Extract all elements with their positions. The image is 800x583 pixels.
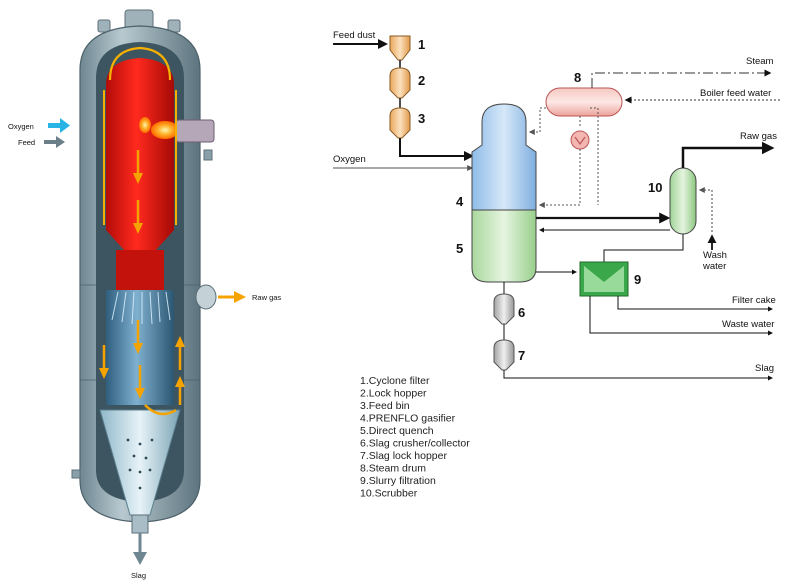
unit-number-4: 4 bbox=[456, 194, 464, 209]
slurry-filtration-9 bbox=[579, 261, 629, 297]
slag-crusher-6 bbox=[493, 293, 515, 325]
legend-item: 7.Slag lock hopper bbox=[360, 450, 447, 462]
wash-water-label-line2: water bbox=[702, 261, 726, 272]
feed-arrow-icon bbox=[56, 136, 65, 148]
circulation-pump-icon bbox=[570, 130, 590, 150]
membrane-wall bbox=[108, 46, 172, 81]
feed-bin-3 bbox=[389, 107, 411, 139]
top-nozzle-side bbox=[97, 19, 111, 33]
legend-item: 2.Lock hopper bbox=[360, 388, 427, 400]
legend-item: 4.PRENFLO gasifier bbox=[360, 413, 456, 425]
flowsheet: Feed dust 1 2 3 Oxygen 4 5 bbox=[333, 30, 780, 381]
unit-number-5: 5 bbox=[456, 241, 463, 256]
slag-lock-hopper-7 bbox=[493, 339, 515, 371]
oxygen-label: Oxygen bbox=[8, 122, 34, 131]
legend-item: 3.Feed bin bbox=[360, 400, 410, 412]
slag-output-label: Slag bbox=[755, 363, 774, 374]
wash-water-label-line1: Wash bbox=[703, 250, 727, 261]
legend-item: 9.Slurry filtration bbox=[360, 475, 436, 487]
unit-number-1: 1 bbox=[418, 37, 425, 52]
burner-flame bbox=[151, 121, 179, 139]
unit-number-8: 8 bbox=[574, 70, 581, 85]
burner-nozzle bbox=[175, 119, 215, 143]
direct-quench-5 bbox=[471, 209, 537, 283]
legend-item: 6.Slag crusher/collector bbox=[360, 438, 470, 450]
lock-hopper-2 bbox=[389, 67, 411, 99]
cone-perforations bbox=[126, 438, 154, 490]
gasifier-illustration: Oxygen Feed Raw gas Slag bbox=[8, 9, 281, 580]
feed-label: Feed bbox=[18, 138, 35, 147]
legend-item: 8.Steam drum bbox=[360, 463, 426, 475]
slag-outlet bbox=[131, 514, 149, 534]
prenflo-gasifier-4 bbox=[471, 103, 537, 211]
raw-gas-nozzle bbox=[195, 284, 217, 310]
unit-number-6: 6 bbox=[518, 305, 525, 320]
filter-cake-label: Filter cake bbox=[732, 295, 776, 306]
steam-drum-8 bbox=[545, 87, 623, 117]
waste-water-label: Waste water bbox=[722, 319, 774, 330]
unit-number-3: 3 bbox=[418, 111, 425, 126]
unit-number-7: 7 bbox=[518, 348, 525, 363]
flow-arrows bbox=[99, 150, 185, 416]
oxygen-input-label: Oxygen bbox=[333, 154, 366, 165]
hot-zone bbox=[106, 58, 174, 250]
unit-number-9: 9 bbox=[634, 272, 641, 287]
raw-gas-label: Raw gas bbox=[252, 293, 281, 302]
unit-number-2: 2 bbox=[418, 73, 425, 88]
unit-number-10: 10 bbox=[648, 180, 662, 195]
feed-dust-label: Feed dust bbox=[333, 30, 376, 41]
legend-item: 1.Cyclone filter bbox=[360, 375, 430, 387]
raw-gas-arrow-icon bbox=[234, 291, 246, 303]
steam-label: Steam bbox=[746, 56, 774, 67]
legend-item: 5.Direct quench bbox=[360, 425, 434, 437]
slag-arrow-icon bbox=[133, 552, 147, 565]
burner-flame-left bbox=[139, 117, 151, 133]
boiler-feed-water-label: Boiler feed water bbox=[700, 88, 771, 99]
scrubber-10 bbox=[669, 167, 697, 235]
cyclone-filter-1 bbox=[389, 35, 411, 61]
quench-spray bbox=[111, 291, 171, 325]
hot-zone-neck bbox=[116, 250, 164, 290]
raw-gas-output-label: Raw gas bbox=[740, 131, 777, 142]
legend: 1.Cyclone filter 2.Lock hopper 3.Feed bi… bbox=[360, 375, 470, 500]
slag-label: Slag bbox=[131, 571, 146, 580]
legend-item: 10.Scrubber bbox=[360, 488, 418, 500]
oxygen-arrow-icon bbox=[60, 118, 70, 133]
